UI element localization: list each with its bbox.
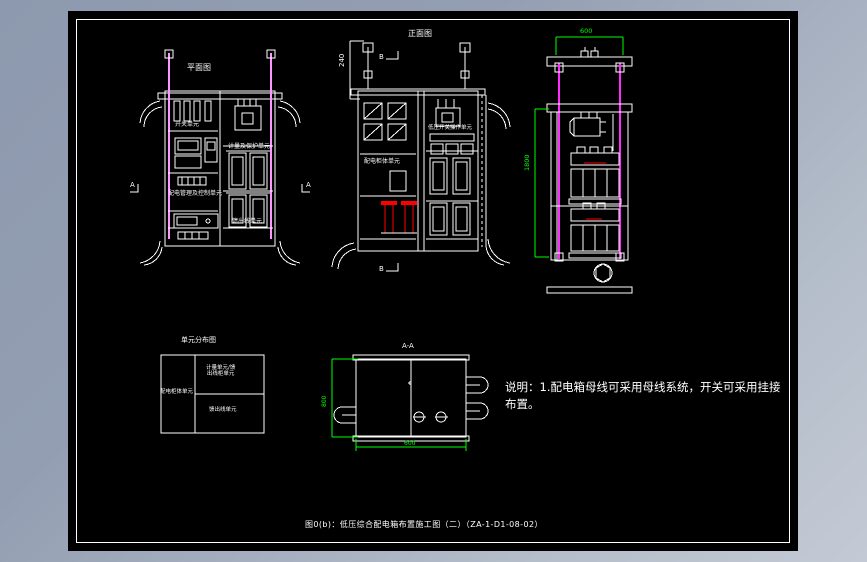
drawing-frame-border: [76, 19, 790, 543]
plan-label-feeder-unit: 馈出线单元: [232, 218, 263, 225]
plan-section-mark-a-right: A: [306, 181, 311, 189]
side-dim-height: 1800: [523, 154, 531, 171]
plan-label-control-unit: 配电管理及控制单元: [168, 190, 223, 197]
unit-table-right-cell-2: 馈出线单元: [209, 407, 237, 413]
front-section-mark-b-bottom: B: [379, 265, 384, 273]
plan-label-metering-unit: 计量及保护单元: [228, 143, 271, 150]
front-section-mark-b-top: B: [379, 53, 384, 61]
side-dim-width: 600: [580, 27, 593, 35]
plan-view-title: 平面图: [187, 63, 211, 72]
unit-table-title: 单元分布图: [181, 336, 216, 344]
front-label-cabinet-unit: 配电柜体单元: [364, 158, 401, 165]
section-aa-title: A-A: [402, 342, 414, 350]
drawing-note: 说明：1.配电箱母线可采用母线系统，开关可采用挂接布置。: [505, 380, 781, 411]
unit-table-right-cell-1-line1: 计量单元/馈 出线柜单元: [206, 365, 236, 378]
section-aa-dim-height: 800: [321, 395, 328, 407]
plan-label-switch-unit: 开关单元: [175, 121, 200, 128]
front-dim-240: 240: [338, 53, 346, 67]
section-aa-dim-width: 600: [404, 440, 416, 447]
title-block-text: 图0(b)：低压综合配电箱布置施工图（二）（ZA-1-D1-08-02）: [305, 520, 543, 529]
drawing-canvas[interactable]: 平面图 开关单元 计量及保护单元 配电管理及控制单元 馈出线单元 A A 正面图…: [68, 11, 798, 551]
unit-table-right-cell-1: 计量单元/馈 出线柜单元: [206, 365, 235, 378]
unit-table-left-cell: 配电柜体单元: [160, 389, 194, 395]
front-view-title: 正面图: [408, 29, 432, 38]
front-label-switch-operation-unit: 低压开关操作单元: [428, 125, 473, 131]
plan-section-mark-a-left: A: [130, 181, 135, 189]
